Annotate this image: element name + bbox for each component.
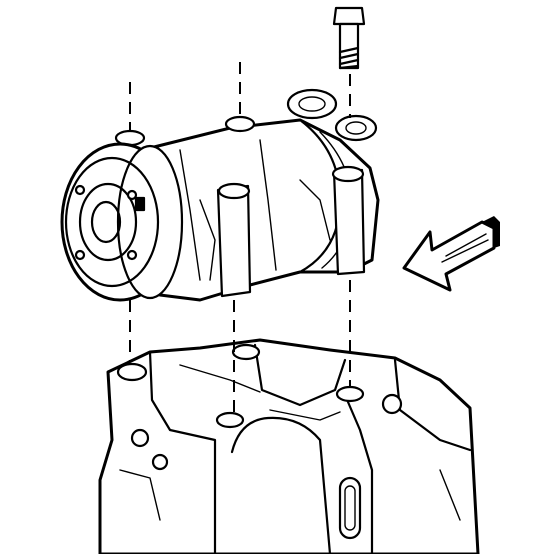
engine-bracket bbox=[98, 338, 480, 554]
clutch-pulley bbox=[60, 142, 184, 302]
bolt-icon bbox=[332, 6, 366, 70]
alignment-lines bbox=[129, 62, 351, 412]
compressor-body bbox=[114, 88, 380, 302]
arrow-front-icon bbox=[402, 216, 500, 292]
